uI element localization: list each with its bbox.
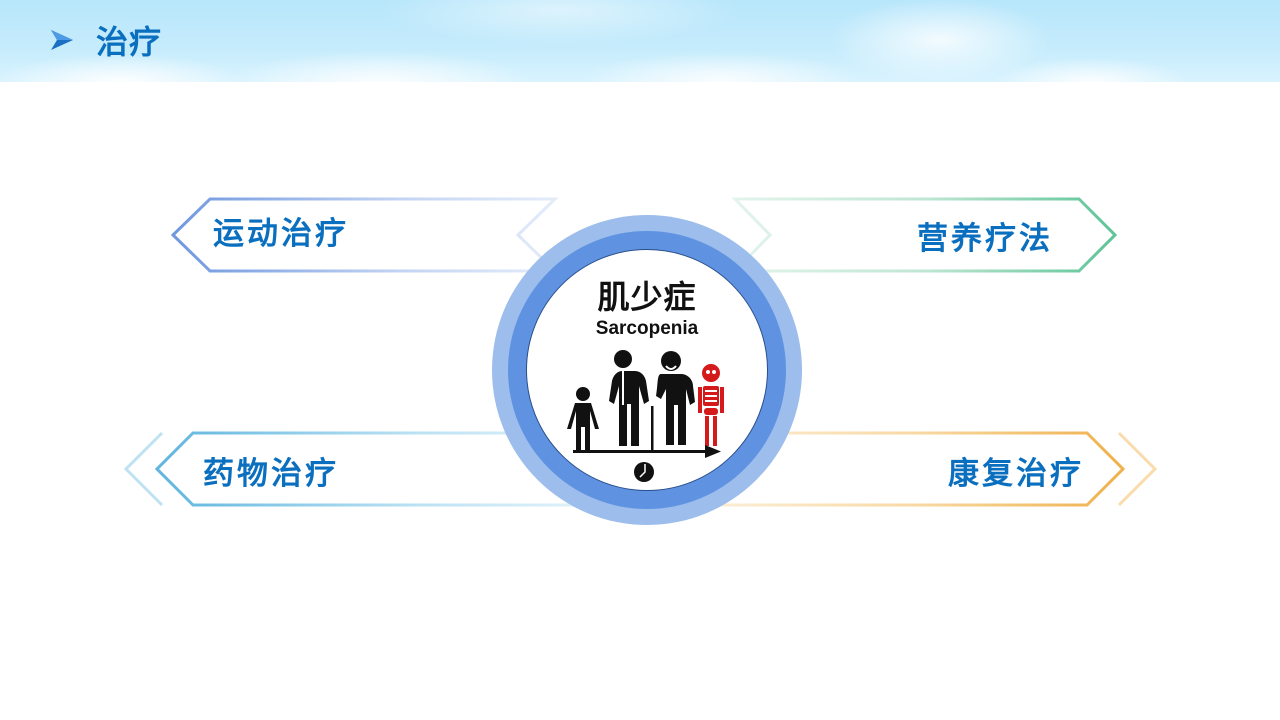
sarcopenia-center-circle: 肌少症 Sarcopenia	[492, 215, 802, 525]
sarcopenia-illustration	[567, 350, 724, 482]
treatment-label-exercise: 运动治疗	[213, 216, 349, 252]
child-figure-icon	[567, 387, 599, 451]
page-title: 治疗	[96, 23, 163, 61]
header-sky-banner	[0, 0, 1280, 82]
treatment-label-drug: 药物治疗	[203, 456, 339, 492]
arrow-shape-bottom-right	[698, 431, 1158, 507]
arrow-right-icon	[51, 30, 73, 50]
adult-figure-icon	[609, 350, 649, 446]
arrow-shape-top-right	[731, 197, 1118, 273]
center-title-cn: 肌少症	[597, 278, 697, 316]
page-header: 治疗	[50, 18, 162, 62]
skeleton-figure-icon	[698, 364, 724, 446]
treatment-label-rehabilitation: 康复治疗	[948, 456, 1084, 492]
timeline-arrow	[573, 445, 721, 458]
elderly-figure-icon	[651, 351, 695, 450]
center-ring: 肌少症 Sarcopenia	[508, 231, 786, 509]
clock-icon	[634, 462, 654, 482]
treatment-label-nutrition: 营养疗法	[917, 221, 1053, 257]
center-title-en: Sarcopenia	[595, 318, 699, 339]
center-inner-panel: 肌少症 Sarcopenia	[526, 249, 768, 491]
